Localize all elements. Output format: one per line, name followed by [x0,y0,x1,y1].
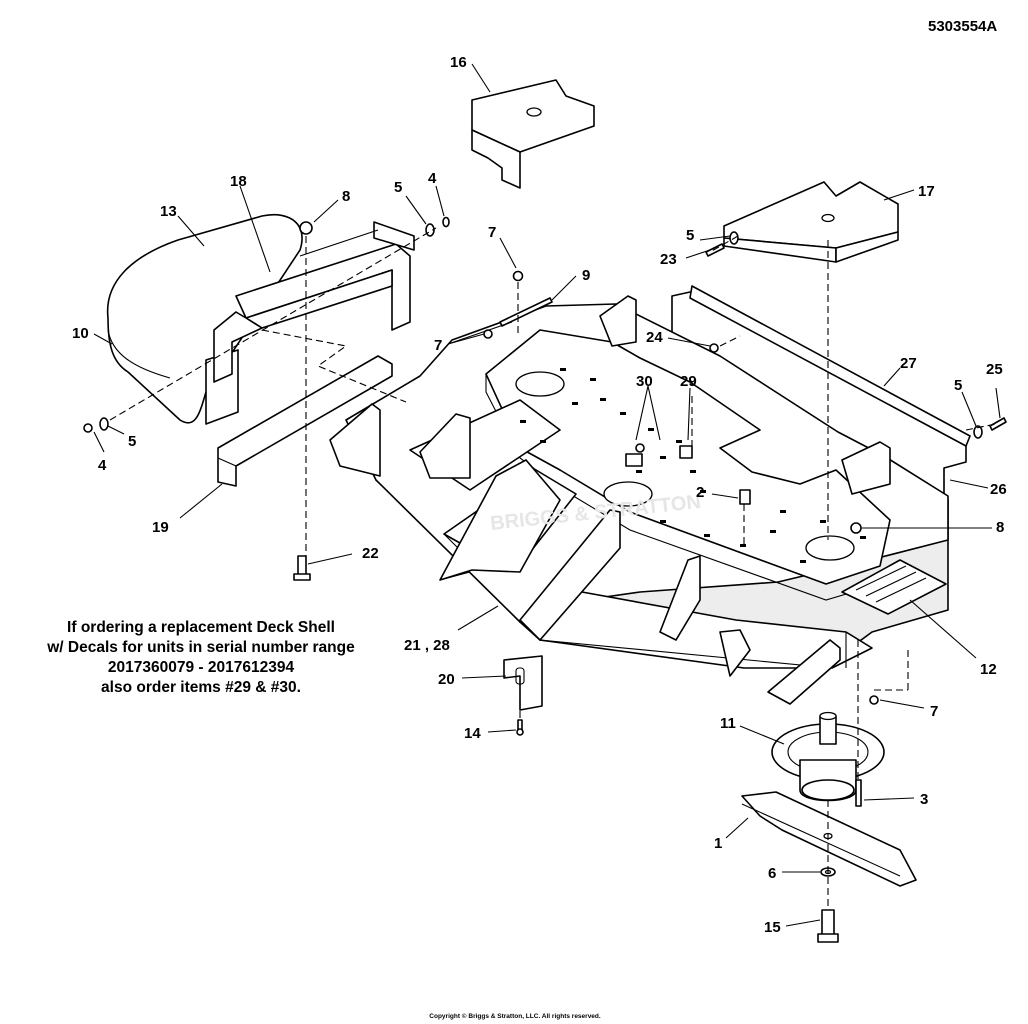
callout-14: 14 [464,725,481,742]
note-line: If ordering a replacement Deck Shell [67,619,335,636]
callout-15: 15 [764,919,781,936]
callout-27: 27 [900,355,917,372]
callout-17: 17 [918,183,935,200]
callout-4: 4 [428,170,437,187]
note-line: w/ Decals for units in serial number ran… [47,639,355,656]
blade-part [741,791,917,887]
callout-20: 20 [438,671,455,688]
note-line: also order items #29 & #30. [101,679,301,696]
callout-7c: 7 [930,703,938,720]
callout-10: 10 [72,325,89,342]
callout-30: 30 [636,373,653,390]
note-line: 2017360079 - 2017612394 [107,659,295,676]
callout-labels: 16 18 13 8 5 4 7 9 17 5 23 10 7 24 30 29… [72,54,1007,936]
callout-4b: 4 [98,457,107,474]
callout-26: 26 [990,481,1007,498]
callout-29: 29 [680,373,697,390]
ordering-note: If ordering a replacement Deck Shell w/ … [28,618,374,698]
chute-lower-bracket-part [217,355,393,487]
belt-cover-part [723,181,899,263]
callout-5b: 5 [686,227,694,244]
callout-24: 24 [646,329,663,346]
callout-25: 25 [986,361,1003,378]
callout-13: 13 [160,203,177,220]
leader-lines [93,63,1001,927]
callout-1: 1 [714,835,722,852]
hardware-parts [83,216,1007,943]
hanger-bracket-part [503,655,543,711]
callout-21-28: 21 , 28 [404,637,450,654]
callout-5c: 5 [954,377,962,394]
callout-22: 22 [362,545,379,562]
callout-5: 5 [394,179,402,196]
callout-3: 3 [920,791,928,808]
callout-8: 8 [342,188,350,205]
callout-2: 2 [696,484,704,501]
document-id: 5303554A [928,18,998,35]
callout-7b: 7 [434,337,442,354]
callout-16: 16 [450,54,467,71]
callout-6: 6 [768,865,776,882]
callout-11: 11 [720,715,736,732]
callout-23: 23 [660,251,677,268]
copyright-text: Copyright © Briggs & Stratton, LLC. All … [429,1013,601,1020]
callout-8b: 8 [996,519,1004,536]
callout-5d: 5 [128,433,136,450]
small-cover-part [471,79,595,189]
callout-19: 19 [152,519,169,536]
callout-12: 12 [980,661,997,678]
callout-9: 9 [582,267,590,284]
callout-18: 18 [230,173,247,190]
assembly-lines [109,227,997,910]
chute-bracket-part [213,221,415,383]
callout-7: 7 [488,224,496,241]
spindle-assembly-part [771,711,885,802]
